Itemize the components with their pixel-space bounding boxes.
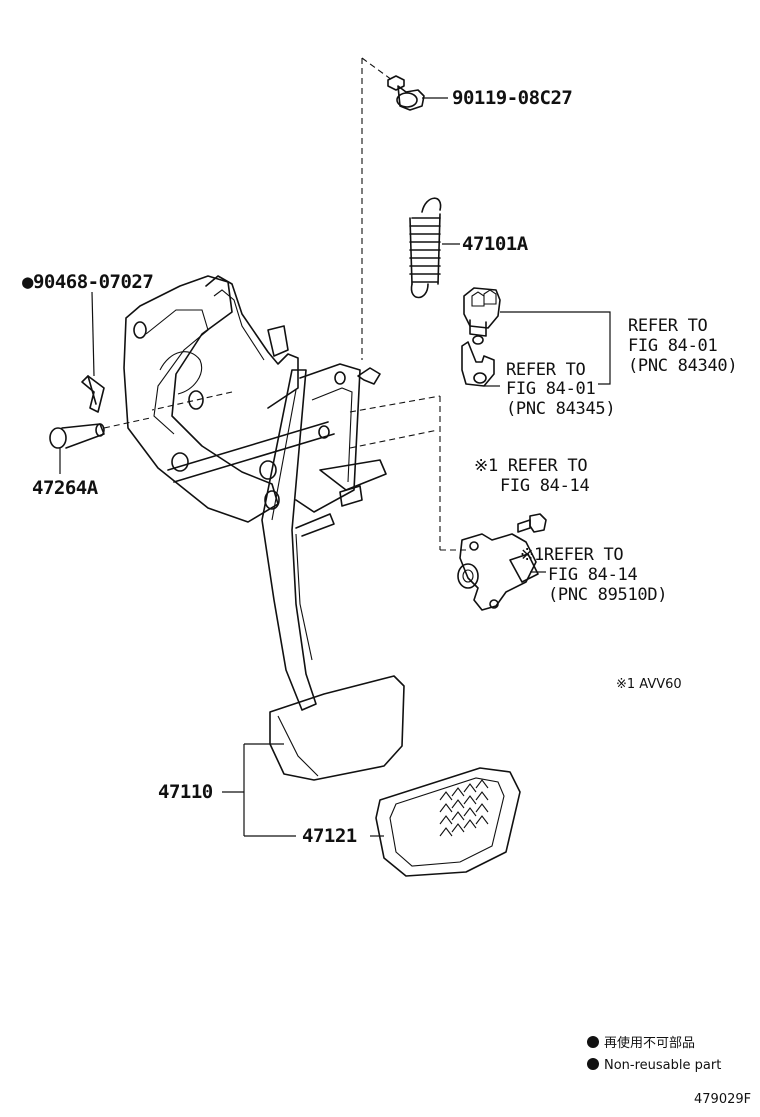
part-label-pin: 47264A [32,477,99,499]
part-label-pin-clip: ●90468-07027 [22,271,153,293]
spring-drawing [409,197,442,299]
ref-bracket-line1: REFER TO [506,360,586,380]
ref-bolt-line1: ※1 REFER TO [474,456,587,476]
ref-sensor-line2: FIG 84-14 [548,565,637,585]
legend-english: Non-reusable part [604,1058,721,1073]
ref-stoplamp-line2: FIG 84-01 [628,336,717,356]
ref-stoplamp-line1: REFER TO [628,316,708,336]
pin-clip-drawing [81,291,105,413]
part-label-pedal-pad: 47121 [302,825,357,847]
pedal-pad-drawing [375,767,521,877]
pedal-assembly-drawing [123,275,405,781]
legend-japanese: 再使用不可部品 [604,1035,695,1051]
bolt-top-drawing [361,57,425,360]
diagram-id: 479029F [694,1092,751,1107]
sensor-drawing [457,533,539,611]
ref-sensor-line3: (PNC 89510D) [548,585,667,605]
part-label-pedal-assy: 47110 [158,781,213,803]
non-reusable-marker-icon [587,1036,599,1048]
ref-bolt-line2: FIG 84-14 [500,476,589,496]
ref-bracket-line2: FIG 84-01 [506,379,595,399]
ref-bracket-line3: (PNC 84345) [506,399,615,419]
part-label-bolt-top: 90119-08C27 [452,87,572,109]
sensor-bolt-drawing [517,513,547,533]
pin-drawing [49,417,151,474]
part-label-spring: 47101A [462,233,529,255]
ref-stoplamp-line3: (PNC 84340) [628,356,737,376]
applicability-note: ※1 AVV60 [616,677,682,692]
non-reusable-marker-icon [587,1058,599,1070]
ref-sensor-line1: ※1REFER TO [520,545,623,565]
switch-bracket-drawing [461,341,495,387]
stoplamp-switch-drawing [463,287,501,345]
